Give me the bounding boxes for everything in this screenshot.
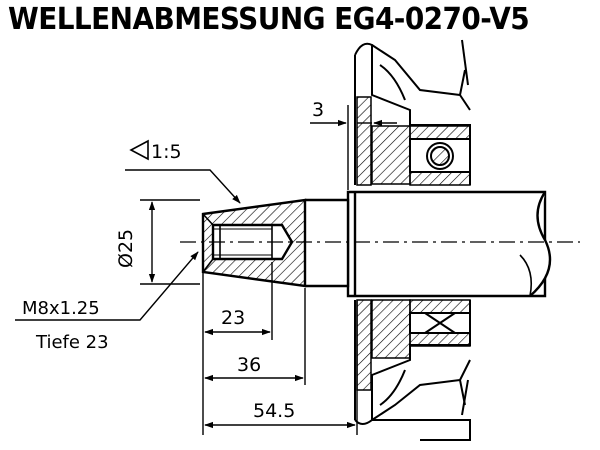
dimension-lines — [15, 105, 397, 435]
thread-depth-label: Tiefe 23 — [35, 332, 109, 353]
drawing-title: WELLENABMESSUNG EG4-0270-V5 — [8, 2, 530, 37]
shaft — [201, 190, 552, 298]
taper-ratio-label: 1:5 — [151, 141, 182, 163]
total-length-label: 54.5 — [253, 400, 295, 422]
bearing-upper — [409, 138, 471, 173]
thread-length-label: 23 — [221, 307, 245, 329]
hatched-sections — [356, 96, 471, 391]
taper-length-label: 36 — [237, 354, 261, 376]
thread-spec-label: M8x1.25 — [22, 298, 100, 319]
bearing-lower — [409, 312, 471, 334]
diameter-dimension-label: Ø25 — [115, 229, 137, 268]
taper-symbol-icon — [129, 139, 149, 161]
shoulder-dimension-label: 3 — [312, 99, 324, 121]
